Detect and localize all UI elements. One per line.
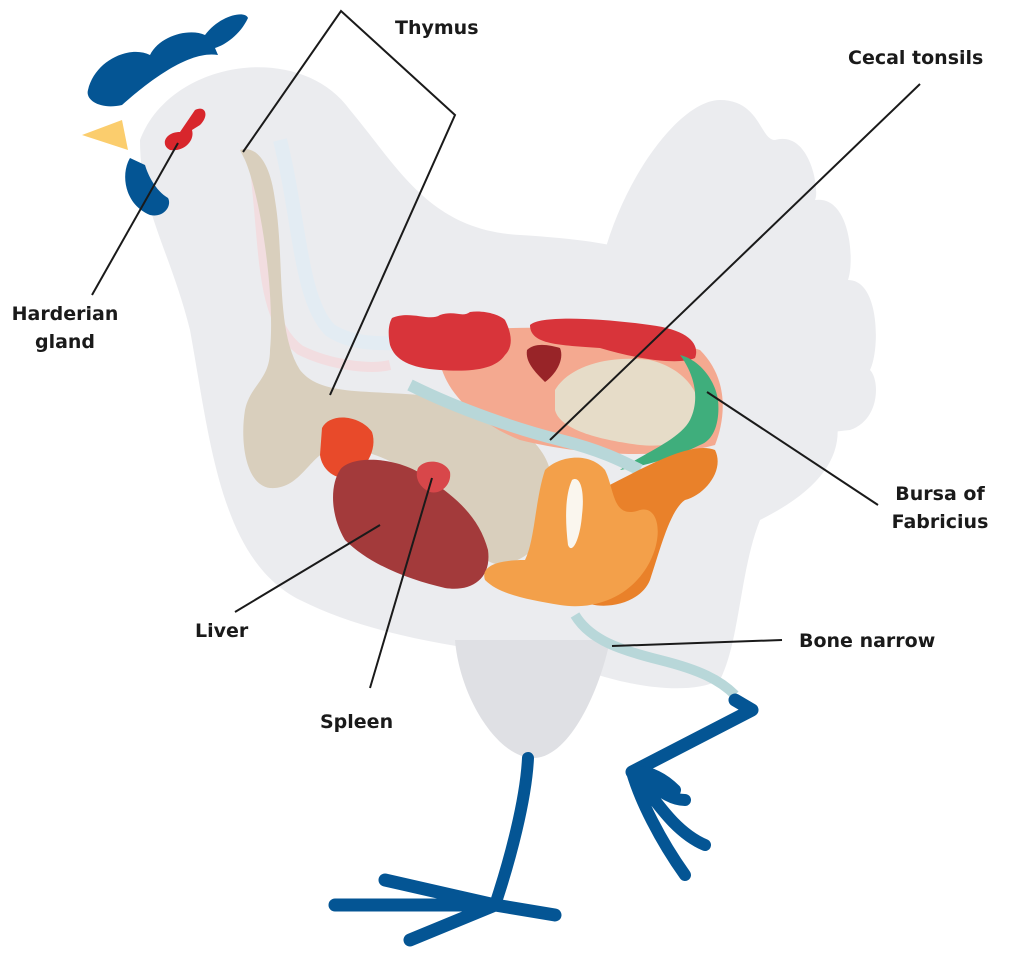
label-bone-marrow: Bone narrow xyxy=(799,630,936,652)
beak xyxy=(82,120,128,150)
kidney xyxy=(530,318,697,362)
label-harderian-line2: gland xyxy=(34,331,96,353)
liver-leader xyxy=(234,524,381,613)
harderian-gland xyxy=(164,108,206,151)
cecal-leader xyxy=(549,83,921,441)
tail-feathers xyxy=(600,100,876,440)
lung xyxy=(388,311,511,371)
thymus xyxy=(240,149,553,566)
bursa-of-fabricius xyxy=(620,355,719,470)
heart xyxy=(526,344,562,382)
harderian-leader xyxy=(91,142,179,296)
neck-pink-vessel xyxy=(250,169,392,372)
thigh xyxy=(455,640,610,759)
intestine-loop-gap xyxy=(566,479,583,549)
wattle xyxy=(125,158,170,216)
thymus-bracket xyxy=(242,9,457,396)
leader-lines xyxy=(91,9,921,689)
label-spleen: Spleen xyxy=(320,711,394,733)
label-bursa-line2: Fabricius xyxy=(891,511,989,533)
spleen xyxy=(416,461,451,493)
bone-marrow-leader xyxy=(611,639,783,647)
label-thymus: Thymus xyxy=(395,17,479,39)
label-liver: Liver xyxy=(195,620,249,642)
liver xyxy=(333,459,489,589)
bursa-leader xyxy=(706,391,879,506)
left-foot xyxy=(328,873,562,947)
label-harderian-line1: Harderian xyxy=(11,303,119,325)
comb xyxy=(87,14,248,107)
spleen-leader xyxy=(369,477,433,689)
cecal-tonsils xyxy=(555,358,701,446)
left-leg xyxy=(489,752,534,911)
right-foot xyxy=(626,765,711,881)
label-bursa-line1: Bursa of xyxy=(895,483,985,505)
label-bursa-of-fabricius: Bursa of Fabricius xyxy=(884,480,996,536)
label-cecal-tonsils: Cecal tonsils xyxy=(848,47,984,69)
bone-marrow xyxy=(570,612,739,699)
bone-marrow-vessel xyxy=(407,379,643,476)
right-leg xyxy=(625,693,759,779)
label-harderian-gland: Harderian gland xyxy=(6,300,124,356)
